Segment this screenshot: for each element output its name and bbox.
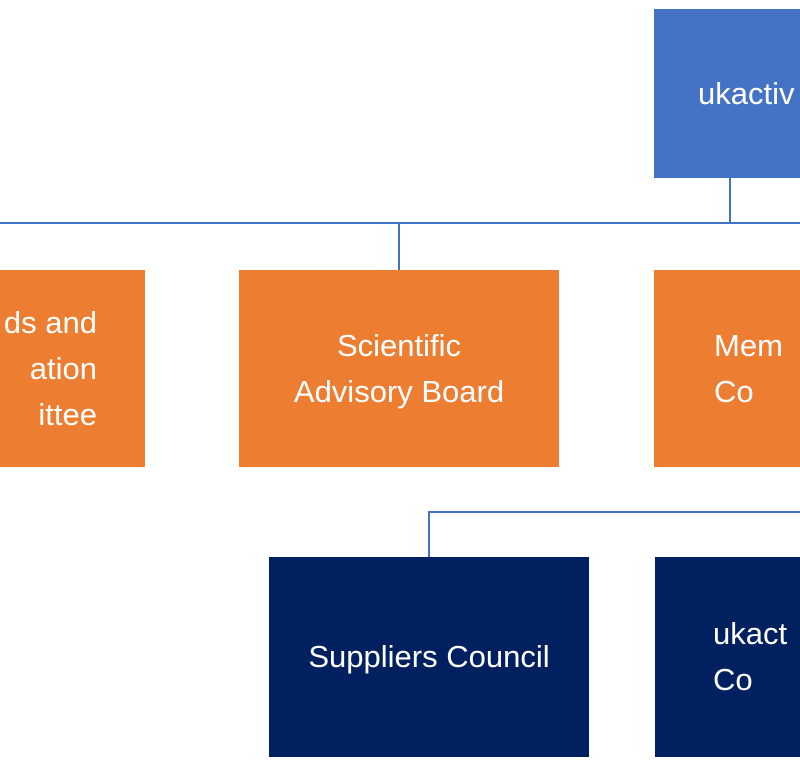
scientific-advisory-board-box: Scientific Advisory Board: [239, 270, 559, 467]
ukactive-top-box: ukactiv: [654, 9, 800, 178]
suppliers-council-box: Suppliers Council: [269, 557, 589, 757]
ukactive-council-box: ukact Co: [655, 557, 800, 757]
suppliers-council-connector: [428, 511, 430, 557]
members-council-box: Mem Co: [654, 270, 800, 467]
top-node-drop-connector: [729, 178, 731, 223]
scientific-board-connector: [398, 223, 400, 270]
top-horizontal-connector: [0, 222, 800, 224]
ukactive-top-label: ukactiv: [698, 75, 795, 111]
members-council-label: Mem Co: [714, 327, 783, 409]
bottom-horizontal-connector: [428, 511, 800, 513]
ukactive-council-label: ukact Co: [713, 616, 788, 697]
scientific-advisory-board-label: Scientific Advisory Board: [293, 327, 505, 409]
standards-committee-label: ds and ation ittee: [3, 304, 97, 432]
suppliers-council-label: Suppliers Council: [308, 639, 550, 674]
standards-committee-box: ds and ation ittee: [0, 270, 145, 467]
